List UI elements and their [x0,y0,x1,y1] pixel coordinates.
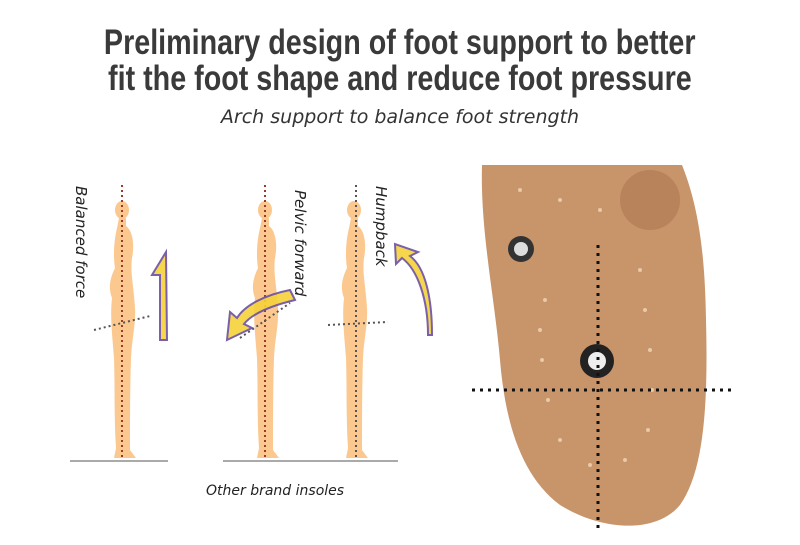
subtitle: Arch support to balance foot strength [220,106,580,128]
arrow-forward-icon [225,288,297,342]
posture-label-pelvic-forward: Pelvic forward [291,190,309,297]
arrow-curve-icon [393,242,434,336]
posture-label-balanced: Balanced force [72,186,90,299]
caption: Other brand insoles [206,483,345,499]
figure-balanced [109,201,136,458]
posture-label-humpback: Humpback [372,186,390,267]
plumb-lines [93,185,389,460]
headline-line-1: Preliminary design of foot support to be… [104,23,696,62]
arrow-up-icon [150,248,169,341]
crosshair [472,245,732,530]
headline-line-2: fit the foot shape and reduce foot press… [108,59,692,98]
figure-pelvic-forward [252,201,279,458]
headline-line-2-wrap: fit the foot shape and reduce foot press… [0,60,800,103]
headline-line-1-wrap: Preliminary design of foot support to be… [0,24,800,67]
figure-humpback [341,201,368,458]
